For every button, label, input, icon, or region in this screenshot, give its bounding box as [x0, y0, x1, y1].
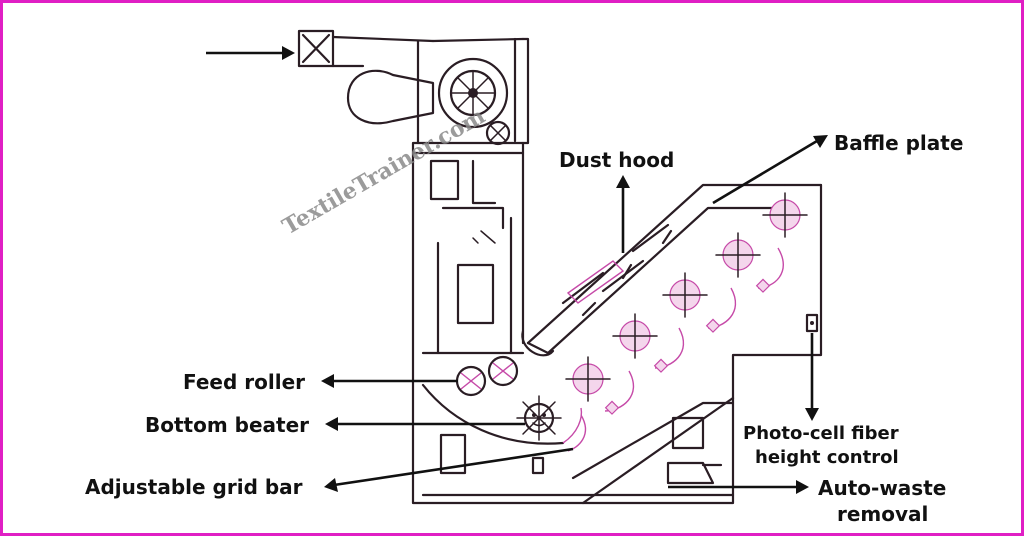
beater-4: [612, 313, 658, 359]
label-auto-waste-line1: Auto-waste: [818, 476, 946, 500]
beater-2: [715, 232, 761, 278]
feed-roller-pair: [455, 355, 519, 397]
beater-3: [662, 272, 708, 318]
beater-5: [565, 356, 611, 402]
label-feed-roller: Feed roller: [183, 370, 305, 394]
machine-diagram: TextileTrainer.com Dust hood Baffle plat…: [85, 29, 963, 526]
label-photo-cell-line1: Photo-cell fiber: [743, 423, 899, 444]
inclined-cleaner: [521, 183, 823, 505]
beater-1: [762, 192, 808, 238]
baffle-plate-arrow: [712, 139, 818, 205]
callout-arrows: [206, 46, 828, 494]
inlet-duct: [297, 29, 525, 68]
label-auto-waste-line2: removal: [837, 502, 928, 526]
labels: Dust hood Baffle plate Feed roller Botto…: [85, 131, 963, 526]
grid-bar-arrow: [333, 447, 574, 487]
label-baffle-plate: Baffle plate: [834, 131, 963, 155]
spiked-beaters: [565, 192, 808, 452]
label-dust-hood: Dust hood: [559, 148, 674, 172]
photo-cell-sensor: [805, 313, 819, 333]
bottom-beater-drum: [421, 383, 583, 445]
machine-drawing: [297, 29, 823, 505]
main-housing: [411, 37, 823, 505]
label-adjustable-grid-bar: Adjustable grid bar: [85, 475, 303, 499]
label-bottom-beater: Bottom beater: [145, 413, 309, 437]
waste-section: [421, 416, 735, 497]
label-photo-cell-line2: height control: [755, 447, 899, 468]
